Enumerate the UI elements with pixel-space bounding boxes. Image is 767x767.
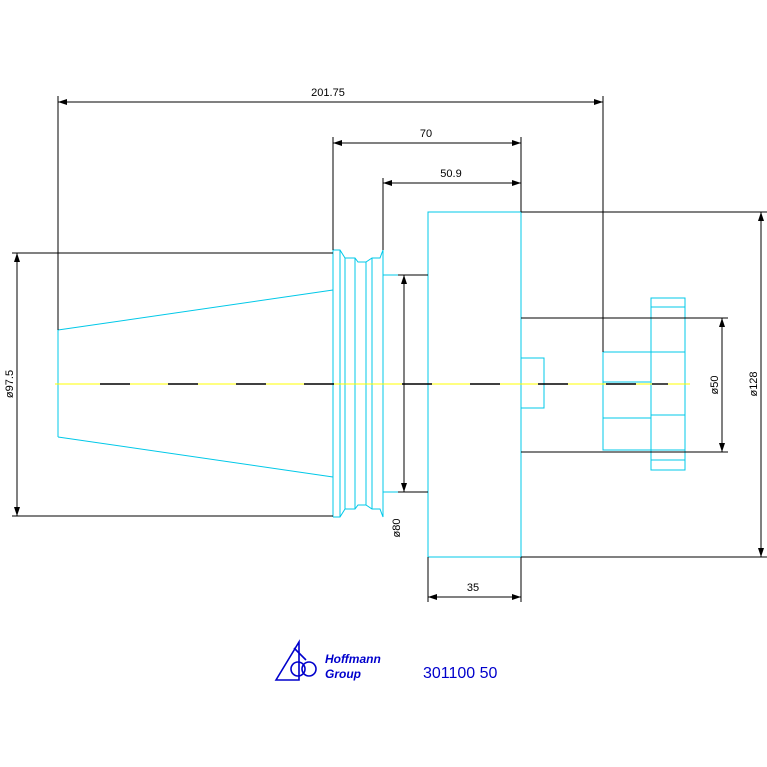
dim-body-diameter: ø128	[748, 371, 760, 396]
dimension-lines	[12, 96, 767, 602]
taper-upper-edge	[57, 289, 334, 331]
hoffmann-group-logo: Hoffmann Group	[274, 639, 381, 681]
dim-flange-to-face: 70	[420, 128, 432, 140]
logo-line1: Hoffmann	[325, 652, 381, 666]
pilot-notch	[520, 357, 545, 409]
dim-body-length: 35	[467, 582, 479, 594]
part-number: 301100 50	[423, 665, 498, 682]
dim-pilot-diameter: ø50	[709, 376, 721, 395]
logo-emblem-icon	[274, 639, 317, 681]
dim-overall-length: 201.75	[311, 87, 345, 99]
logo-line2: Group	[325, 667, 361, 681]
dim-groove-to-face: 50.9	[440, 168, 461, 180]
dim-collar-diameter: ø80	[391, 519, 403, 538]
taper-lower-edge	[57, 436, 334, 478]
spigot	[602, 351, 652, 451]
dim-taper-diameter: ø97.5	[4, 370, 16, 398]
